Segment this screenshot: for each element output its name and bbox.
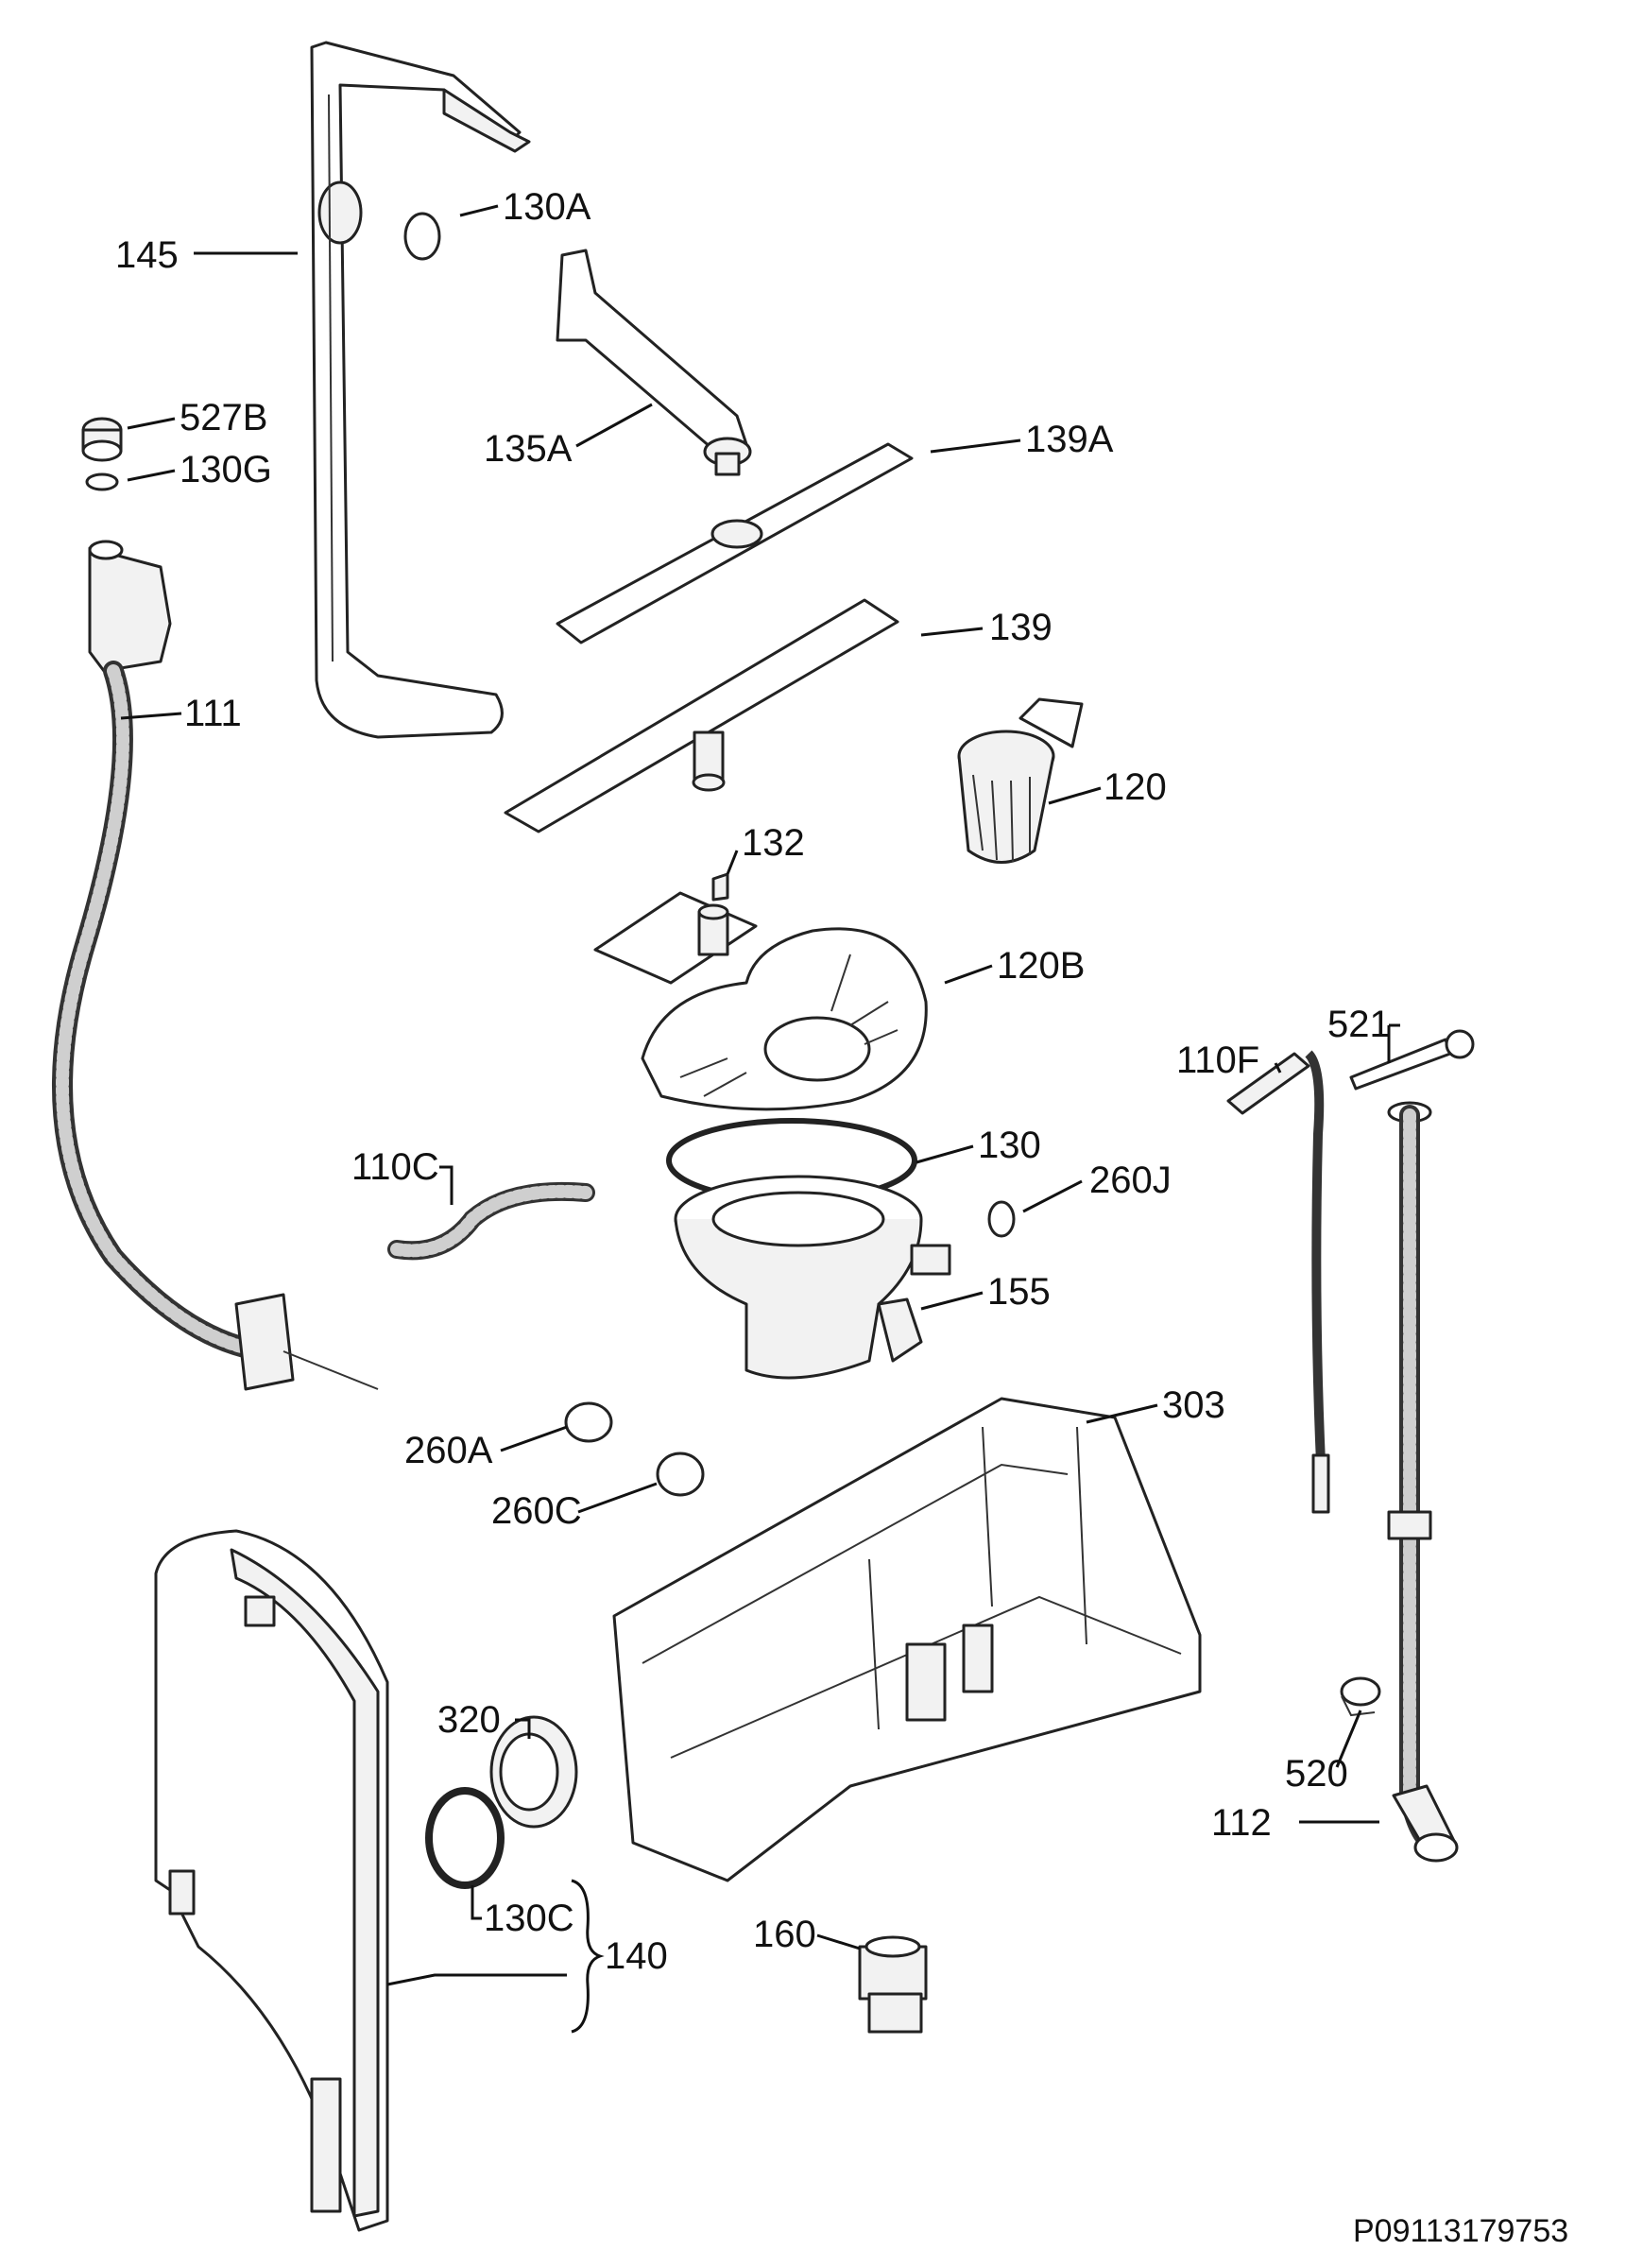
- label-140: 140: [605, 1935, 668, 1977]
- label-303: 303: [1162, 1384, 1225, 1426]
- label-520: 520: [1285, 1753, 1348, 1795]
- part-521-clip: [1349, 1029, 1475, 1091]
- part-520-clamp: [1340, 1676, 1381, 1717]
- label-139A: 139A: [1025, 419, 1114, 460]
- label-320: 320: [437, 1699, 501, 1741]
- label-527B: 527B: [180, 397, 267, 438]
- part-120B-filter-plate: [641, 927, 928, 1111]
- label-111: 111: [184, 693, 242, 734]
- part-155-sump: [674, 1175, 951, 1380]
- part-120-filter: [957, 697, 1084, 864]
- part-112-drain-hose: [1387, 1101, 1459, 1863]
- label-160: 160: [753, 1914, 816, 1955]
- label-120B: 120B: [997, 945, 1085, 987]
- part-527B-nut: [81, 417, 123, 462]
- part-260A-clamp: [564, 1401, 613, 1443]
- label-110F: 110F: [1176, 1040, 1259, 1081]
- part-320-seal: [489, 1715, 578, 1829]
- label-130A: 130A: [503, 186, 591, 228]
- part-111-inlet-hose: [52, 540, 379, 1391]
- label-130: 130: [978, 1125, 1041, 1166]
- label-260C: 260C: [491, 1490, 582, 1532]
- label-145: 145: [115, 234, 179, 276]
- label-112: 112: [1211, 1802, 1272, 1844]
- label-135A: 135A: [484, 428, 573, 470]
- label-120: 120: [1104, 766, 1167, 808]
- part-135A-arm-bracket: [556, 249, 752, 476]
- part-140-side-panel: [154, 1529, 389, 2232]
- label-260J: 260J: [1089, 1160, 1172, 1201]
- label-521: 521: [1327, 1004, 1391, 1045]
- part-130A-o-ring: [403, 212, 441, 261]
- part-110C-hose: [387, 1181, 595, 1261]
- part-260C-clamp: [656, 1452, 705, 1497]
- label-130G: 130G: [180, 449, 272, 490]
- label-110C: 110C: [351, 1146, 439, 1188]
- label-139: 139: [989, 607, 1053, 648]
- label-132: 132: [742, 822, 805, 864]
- label-155: 155: [987, 1271, 1051, 1313]
- part-110F-tube: [1226, 1050, 1330, 1514]
- part-303-base: [612, 1397, 1202, 1882]
- part-139-lower-spray-arm: [504, 598, 899, 833]
- part-130C-ring: [425, 1787, 505, 1889]
- drawing-code: P09113179753: [1353, 2213, 1568, 2249]
- part-160-valve: [858, 1935, 928, 2034]
- label-260A: 260A: [404, 1430, 493, 1471]
- part-139A-upper-spray-arm: [556, 442, 914, 644]
- label-130C: 130C: [484, 1898, 574, 1939]
- part-130G-seal: [85, 472, 119, 491]
- part-260J-clip: [987, 1200, 1016, 1238]
- part-132-bracket: [593, 872, 758, 985]
- part-145-supply-pipe: [310, 41, 531, 739]
